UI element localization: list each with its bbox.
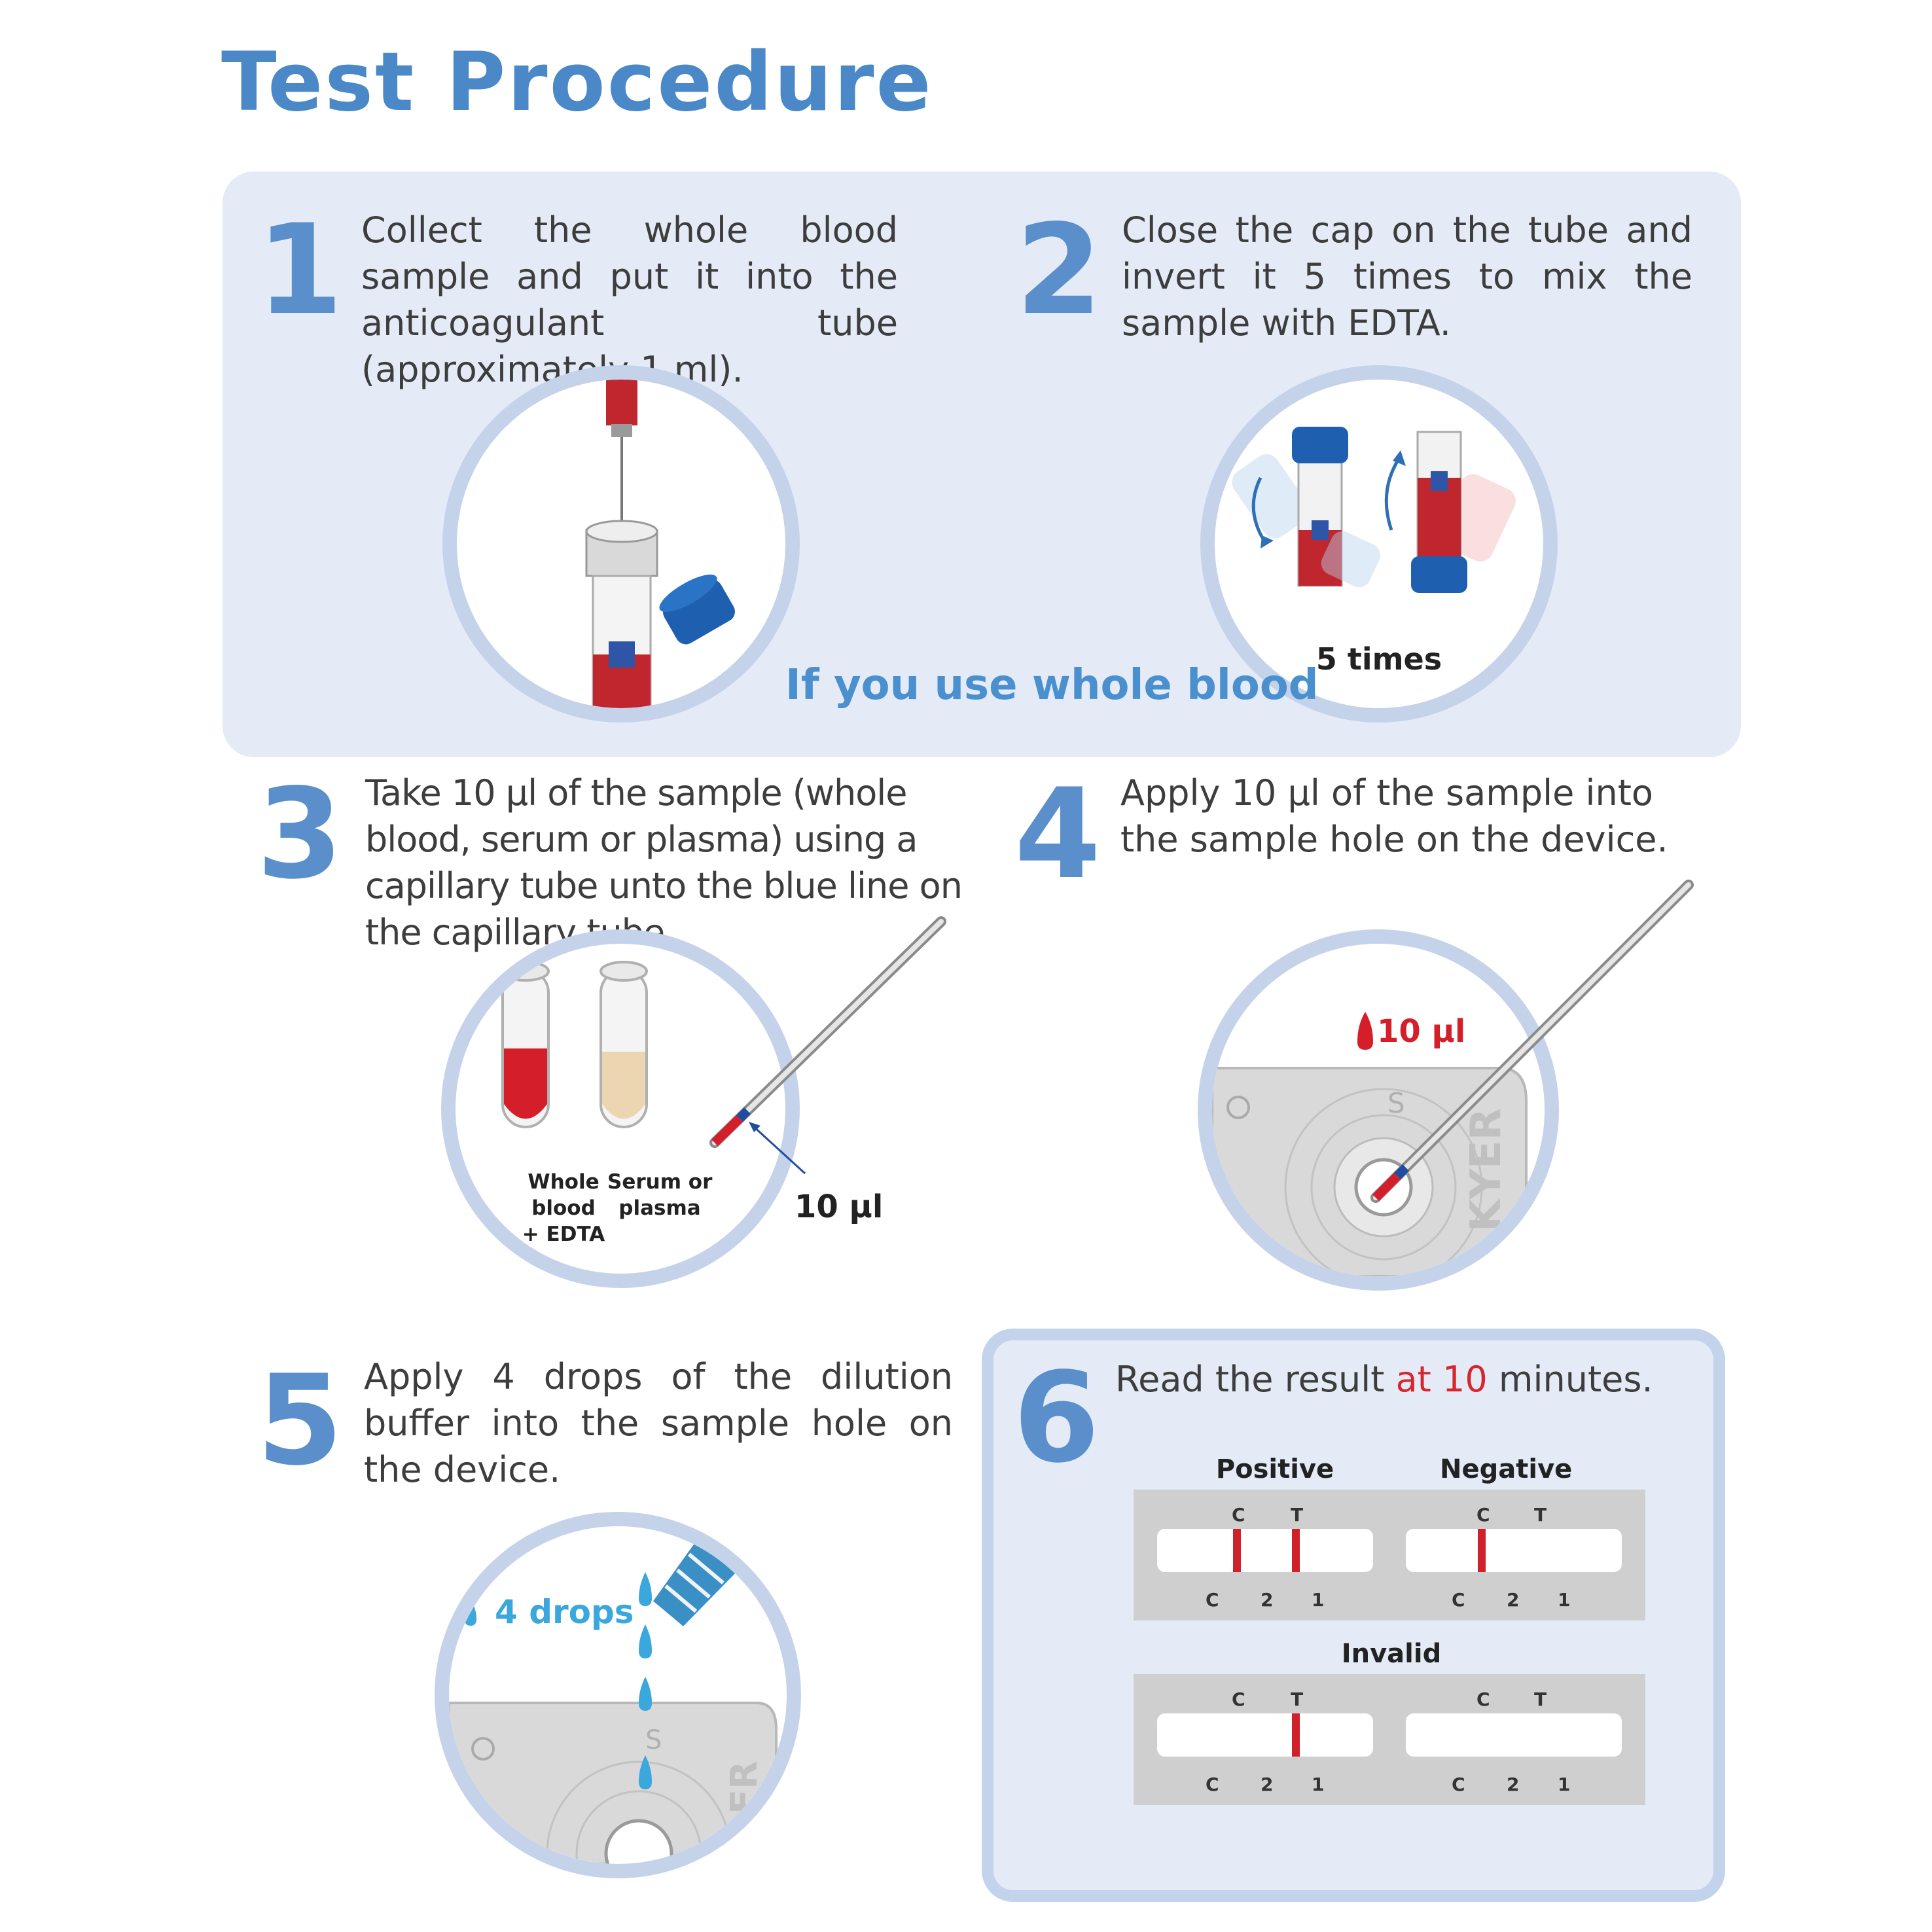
step-6-number: 6 xyxy=(1013,1346,1100,1490)
step-4-number: 4 xyxy=(1014,762,1101,906)
step-1-number: 1 xyxy=(257,198,344,342)
dilution-buffer-illustration: S FR xyxy=(449,1526,778,1864)
invalid-a-c-top: C xyxy=(1232,1689,1245,1710)
positive-c-top: C xyxy=(1232,1504,1245,1526)
buffer-drops xyxy=(639,1572,652,1789)
negative-c-line xyxy=(1478,1529,1486,1572)
step-1-illustration xyxy=(442,365,800,723)
syringe-tube-illustration xyxy=(585,380,735,708)
invalid-strip-b xyxy=(1406,1713,1622,1757)
dropper-bottle-icon xyxy=(653,1526,757,1626)
five-times-label: 5 times xyxy=(1315,641,1442,677)
whole-blood-edta-label: Whole blood + EDTA xyxy=(522,1170,605,1246)
positive-c-bottom: C xyxy=(1206,1589,1219,1611)
capillary-tube-device xyxy=(1370,880,1694,1203)
invalid-b-2-bottom: 2 xyxy=(1507,1774,1520,1795)
negative-strip xyxy=(1406,1529,1622,1572)
invalid-a-1-bottom: 1 xyxy=(1312,1774,1325,1795)
whole-blood-caption: If you use whole blood xyxy=(785,661,1319,709)
svg-text:FR: FR xyxy=(723,1761,766,1814)
ten-microliter-device-label: 10 µl xyxy=(1377,1013,1466,1050)
positive-2-bottom: 2 xyxy=(1261,1589,1274,1611)
step-5-number: 5 xyxy=(257,1348,344,1493)
invalid-a-c-bottom: C xyxy=(1206,1774,1219,1795)
serum-plasma-label: Serum or plasma xyxy=(607,1170,713,1220)
negative-2-bottom: 2 xyxy=(1507,1589,1520,1611)
step-2-number: 2 xyxy=(1016,198,1103,342)
positive-t-top: T xyxy=(1291,1504,1304,1526)
svg-text:S: S xyxy=(645,1725,662,1755)
invalid-label: Invalid xyxy=(1341,1639,1442,1669)
invalid-b-c-top: C xyxy=(1476,1689,1490,1710)
invalid-strip-a xyxy=(1157,1713,1373,1757)
invalid-a-t-top: T xyxy=(1291,1689,1304,1710)
negative-label: Negative xyxy=(1440,1454,1573,1484)
negative-c-top: C xyxy=(1476,1504,1490,1526)
svg-text:S: S xyxy=(1387,1087,1405,1119)
four-drops-label: 4 drops xyxy=(495,1593,634,1631)
positive-label: Positive xyxy=(1215,1454,1334,1484)
negative-t-top: T xyxy=(1534,1504,1547,1526)
negative-c-bottom: C xyxy=(1452,1589,1465,1611)
svg-text:KYER: KYER xyxy=(1462,1108,1511,1232)
step-3-number: 3 xyxy=(257,762,344,906)
invalid-a-t-line xyxy=(1292,1713,1300,1757)
positive-c-line xyxy=(1233,1529,1241,1572)
invalid-b-1-bottom: 1 xyxy=(1558,1774,1571,1795)
step-6-text: Read the result at 10 minutes. xyxy=(1115,1359,1653,1400)
invalid-b-c-bottom: C xyxy=(1452,1774,1465,1795)
positive-strip xyxy=(1157,1529,1373,1572)
capillary-tube xyxy=(709,916,946,1175)
ten-microliter-label: 10 µl xyxy=(795,1189,884,1225)
step-5-illustration: S FR 4 drops xyxy=(435,1512,801,1878)
invert-tubes-illustration xyxy=(1232,427,1516,593)
step-5-text: Apply 4 drops of the dilution buffer int… xyxy=(364,1356,953,1490)
invalid-a-2-bottom: 2 xyxy=(1261,1774,1274,1795)
step-2-text: Close the cap on the tube and invert it … xyxy=(1122,209,1692,344)
positive-1-bottom: 1 xyxy=(1312,1589,1325,1611)
step-4-text: Apply 10 µl of the sample into the sampl… xyxy=(1120,772,1668,860)
invalid-b-t-top: T xyxy=(1534,1689,1547,1710)
negative-1-bottom: 1 xyxy=(1558,1589,1571,1611)
positive-t-line xyxy=(1292,1529,1300,1572)
blood-drop-icon xyxy=(1357,1012,1373,1050)
drop-icon xyxy=(465,1600,476,1626)
page-title: Test Procedure xyxy=(221,35,933,130)
